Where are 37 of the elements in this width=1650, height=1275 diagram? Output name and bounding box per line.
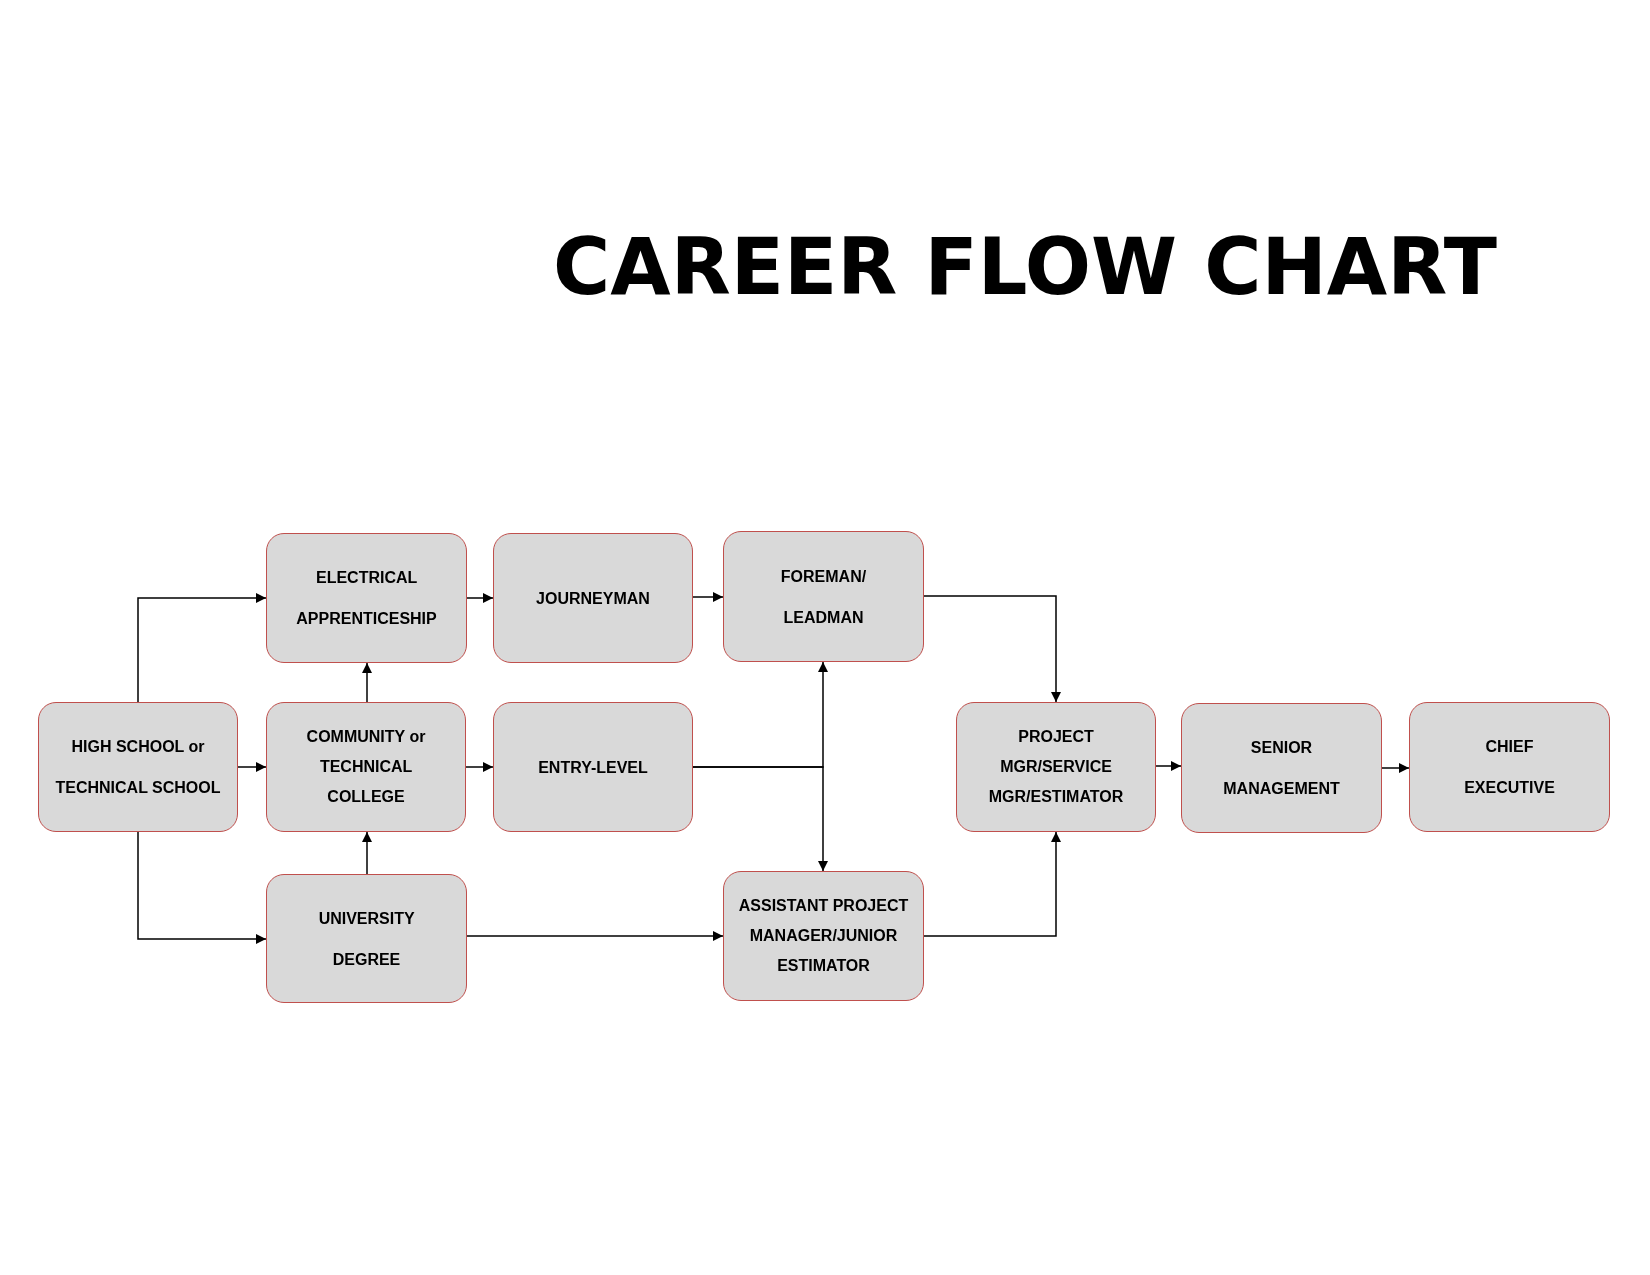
box-label: PROJECT MGR/SERVICE MGR/ESTIMATOR — [987, 727, 1125, 807]
arrow — [137, 831, 267, 944]
arrow — [692, 592, 724, 602]
box-label: ASSISTANT PROJECT MANAGER/JUNIOR ESTIMATOR — [737, 896, 910, 976]
arrow — [1381, 763, 1410, 773]
process-box — [266, 874, 467, 1003]
arrow — [466, 593, 494, 603]
process-box — [956, 702, 1156, 832]
box-label: COMMUNITY or TECHNICAL COLLEGE — [305, 727, 427, 807]
process-box — [723, 531, 924, 662]
process-box — [723, 871, 924, 1001]
process-box — [493, 533, 693, 663]
box-label: JOURNEYMAN — [535, 588, 651, 609]
box-label: CHIEF EXECUTIVE — [1463, 737, 1556, 798]
arrow — [137, 593, 267, 703]
box-label: UNIVERSITY DEGREE — [317, 908, 416, 970]
box-label: ENTRY-LEVEL — [537, 757, 649, 778]
arrow — [1155, 761, 1182, 771]
box-label: ELECTRICAL APPRENTICESHIP — [295, 568, 438, 629]
process-box — [1181, 703, 1382, 833]
arrow — [692, 766, 828, 872]
arrow — [362, 662, 372, 703]
arrow — [237, 762, 267, 772]
arrow — [465, 762, 494, 772]
arrow — [923, 831, 1061, 937]
arrow — [362, 831, 372, 875]
chart-title: CAREER FLOW CHART — [552, 228, 1498, 306]
box-label: HIGH SCHOOL or TECHNICAL SCHOOL — [54, 737, 222, 798]
process-box — [493, 702, 693, 832]
process-box — [1409, 702, 1610, 832]
box-label: SENIOR MANAGEMENT — [1222, 738, 1341, 799]
process-box — [266, 702, 466, 832]
arrow — [923, 595, 1061, 703]
process-box — [266, 533, 467, 663]
box-label: FOREMAN/ LEADMAN — [779, 566, 868, 628]
process-box — [38, 702, 238, 832]
arrow — [466, 931, 724, 941]
